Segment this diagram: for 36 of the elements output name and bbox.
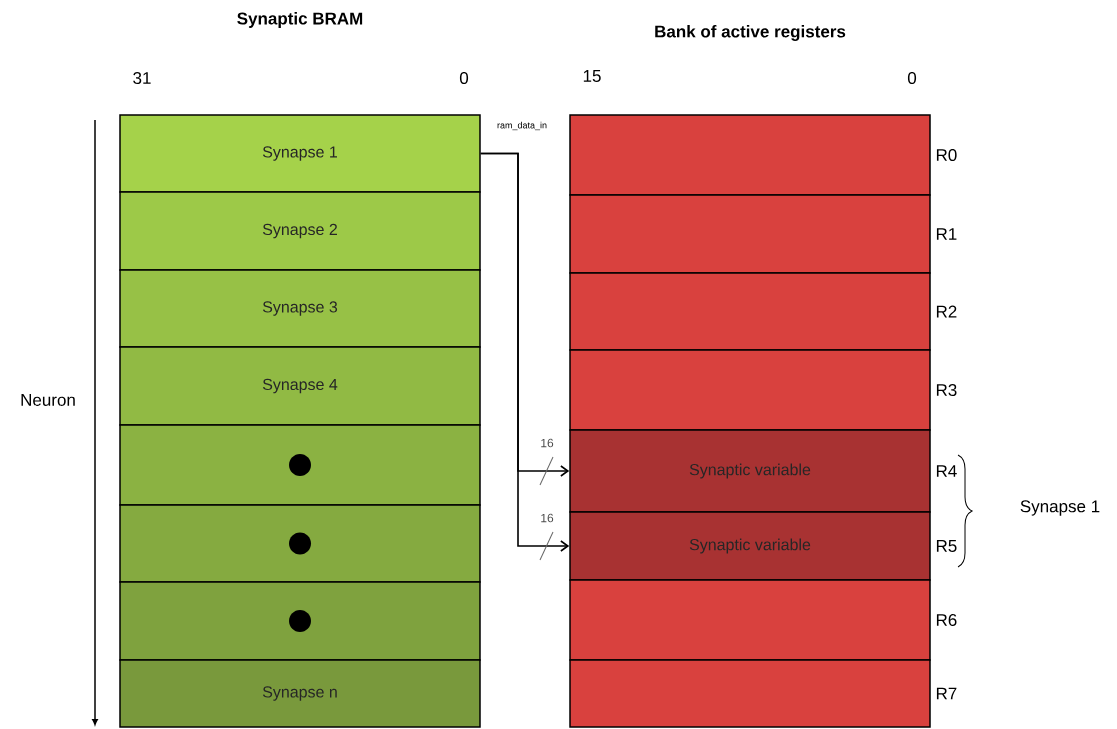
- register-row: [569, 114, 931, 196]
- register-name: R7: [936, 687, 957, 700]
- heading: Bank of active registers: [655, 25, 846, 41]
- bit-index: 0: [907, 72, 917, 85]
- bit-index: 0: [459, 72, 469, 85]
- memory-row: [119, 581, 481, 661]
- memory-row: Synapse 1: [119, 114, 481, 193]
- register-row: [569, 659, 931, 728]
- register-name: R5: [936, 540, 957, 552]
- register-name: R1: [936, 228, 957, 240]
- edge-label: 16: [541, 438, 554, 448]
- register-name: R3: [936, 384, 957, 397]
- register-row: [569, 579, 931, 661]
- memory-row: Synapse 4: [119, 346, 481, 426]
- axis-label: Neuron: [21, 394, 75, 406]
- memory-row: [119, 424, 481, 506]
- register-row: Synaptic variable: [569, 511, 931, 581]
- heading: Synaptic BRAM: [237, 12, 363, 28]
- signal-name: ram_data_in: [497, 121, 547, 131]
- register-name: R2: [936, 305, 957, 318]
- memory-row: Synapse 3: [119, 269, 481, 348]
- register-row: [569, 194, 931, 274]
- group-label: Synapse 1: [1020, 500, 1100, 516]
- register-row: Synaptic variable: [569, 429, 931, 513]
- bit-index: 31: [133, 72, 151, 85]
- memory-row: Synapse n: [119, 659, 481, 728]
- memory-row: Synapse 2: [119, 191, 481, 271]
- register-name: R0: [936, 149, 957, 162]
- edge-label: 16: [541, 513, 554, 523]
- arrow: [479, 152, 570, 552]
- register-name: R6: [936, 614, 957, 627]
- memory-row: [119, 504, 481, 583]
- register-row: [569, 349, 931, 431]
- register-name: R4: [936, 465, 957, 477]
- register-row: [569, 272, 931, 351]
- bit-index: 15: [583, 70, 601, 82]
